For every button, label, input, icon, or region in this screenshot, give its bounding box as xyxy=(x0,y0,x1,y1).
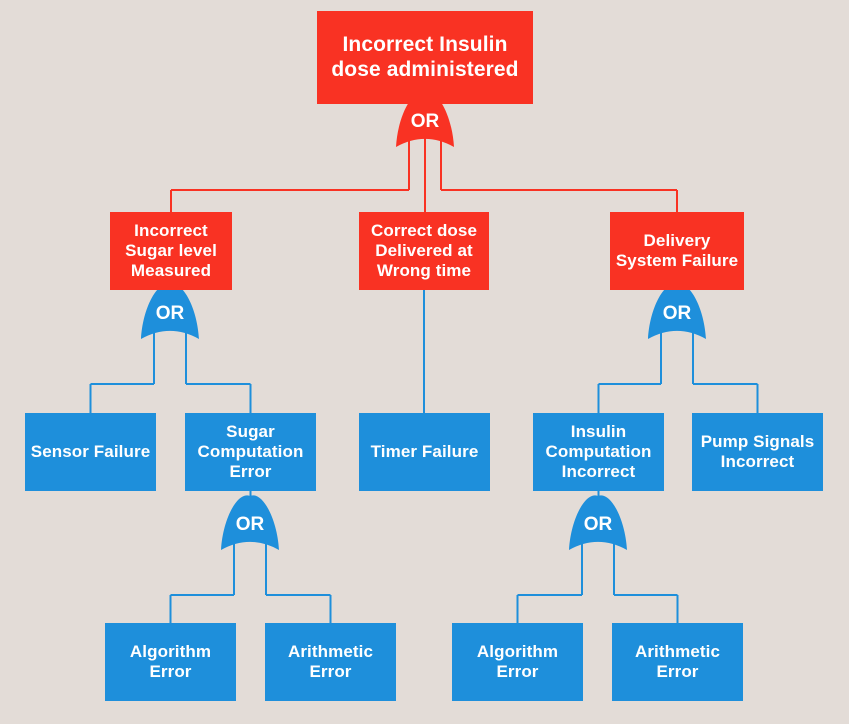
fault-node-l3[interactable]: Timer Failure xyxy=(359,413,490,491)
or-gate-shape xyxy=(141,284,199,339)
fault-node-m1[interactable]: Incorrect Sugar level Measured xyxy=(110,212,232,290)
fault-node-b3[interactable]: Algorithm Error xyxy=(452,623,583,701)
or-gate-shape xyxy=(569,495,627,550)
gate-layer xyxy=(141,92,706,550)
or-gate-shape xyxy=(396,92,454,147)
connector-layer xyxy=(89,93,759,623)
fault-node-top[interactable]: Incorrect Insulin dose administered xyxy=(317,11,533,104)
fault-node-l2[interactable]: Sugar Computation Error xyxy=(185,413,316,491)
fault-node-b4[interactable]: Arithmetic Error xyxy=(612,623,743,701)
fault-node-m2[interactable]: Correct dose Delivered at Wrong time xyxy=(359,212,489,290)
fault-node-l4[interactable]: Insulin Computation Incorrect xyxy=(533,413,664,491)
fault-node-l5[interactable]: Pump Signals Incorrect xyxy=(692,413,823,491)
or-gate-shape xyxy=(221,495,279,550)
fault-node-m3[interactable]: Delivery System Failure xyxy=(610,212,744,290)
fault-node-l1[interactable]: Sensor Failure xyxy=(25,413,156,491)
fault-node-b1[interactable]: Algorithm Error xyxy=(105,623,236,701)
or-gate-shape xyxy=(648,284,706,339)
fault-node-b2[interactable]: Arithmetic Error xyxy=(265,623,396,701)
